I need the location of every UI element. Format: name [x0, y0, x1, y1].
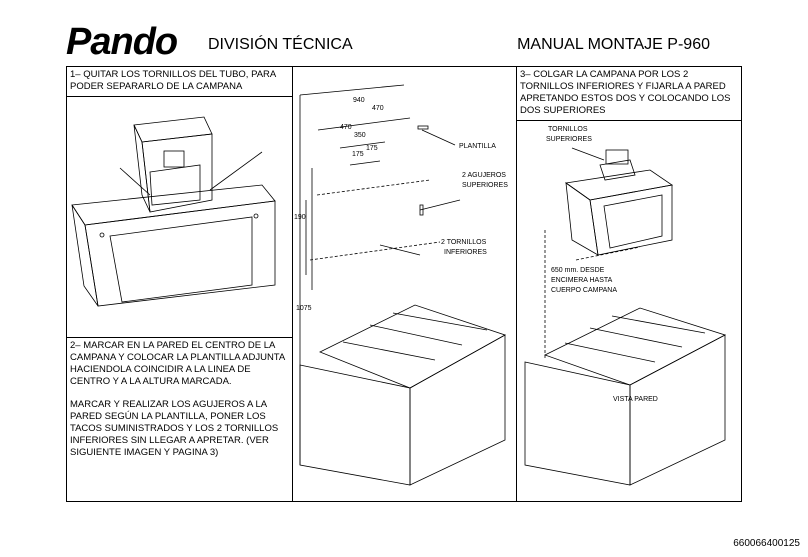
step1-text: 1– QUITAR LOS TORNILLOS DEL TUBO, PARA P…: [70, 69, 276, 92]
hood-drawing-step1: [71, 116, 276, 307]
dim-940: 940: [353, 97, 365, 104]
dim-175-a: 175: [352, 151, 364, 158]
wall-template-drawing: [299, 84, 506, 486]
hood-mounted-drawing: [524, 147, 727, 486]
document-code: 660066400125: [733, 538, 800, 549]
label-cuerpo-campana: CUERPO CAMPANA: [551, 287, 617, 294]
label-inferiores: INFERIORES: [444, 249, 487, 256]
dim-470-b: 470: [340, 124, 352, 131]
dim-190: 190: [294, 214, 306, 221]
column-divider-left: [292, 67, 293, 501]
dim-175-b: 175: [366, 145, 378, 152]
column-divider-right: [516, 67, 517, 501]
label-tornillos-inferiores: 2 TORNILLOS: [441, 239, 487, 246]
step1-underline: [67, 96, 292, 97]
label-superiores-2: SUPERIORES: [546, 136, 592, 143]
instruction-frame: [66, 66, 742, 502]
step2-text-continued: MARCAR Y REALIZAR LOS AGUJEROS A LA PARE…: [70, 399, 279, 458]
division-title: DIVISIÓN TÉCNICA: [208, 36, 353, 53]
label-encimera: ENCIMERA HASTA: [551, 277, 613, 284]
label-650-mm: 650 mm. DESDE: [551, 267, 605, 274]
label-superiores: SUPERIORES: [462, 182, 508, 189]
step3-text: 3– COLGAR LA CAMPANA POR LOS 2 TORNILLOS…: [520, 69, 731, 116]
dim-350: 350: [354, 132, 366, 139]
step2-text: 2– MARCAR EN LA PARED EL CENTRO DE LA CA…: [70, 340, 285, 387]
panel-divider-left: [67, 337, 292, 338]
brand-logo: Pando: [66, 21, 178, 63]
manual-title: MANUAL MONTAJE P-960: [517, 36, 710, 53]
label-agujeros: 2 AGUJEROS: [462, 172, 506, 179]
dim-1075: 1075: [296, 305, 312, 312]
dim-470-a: 470: [372, 105, 384, 112]
step3-underline: [516, 120, 741, 121]
label-tornillos-superiores: TORNILLOS: [548, 126, 588, 133]
label-vista-pared: VISTA PARED: [613, 396, 658, 403]
label-plantilla: PLANTILLA: [459, 143, 496, 150]
